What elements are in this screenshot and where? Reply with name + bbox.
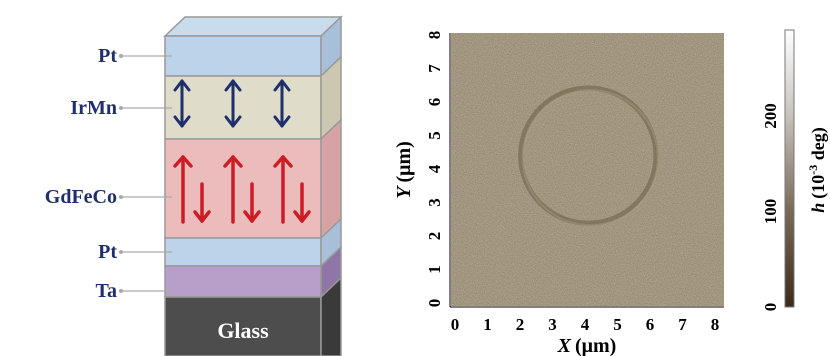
- x-tick-label: 2: [516, 315, 525, 334]
- layer-gdfeco: [164, 118, 342, 240]
- x-tick-label: 6: [646, 315, 655, 334]
- gdfeco-arrow-pair-1: [173, 155, 211, 224]
- label-gdfeco: GdFeCo: [45, 186, 117, 208]
- y-tick-label: 0: [425, 299, 444, 308]
- label-pt-bottom: Pt: [98, 241, 117, 263]
- colorbar-label-unit: deg): [808, 127, 829, 165]
- y-tick-label: 2: [425, 232, 444, 241]
- colorbar-tick-label: 0: [761, 303, 780, 312]
- colorbar-label-rest: (10: [808, 175, 829, 199]
- irmn-arrow-3: [273, 79, 291, 128]
- y-axis-label-var: Y: [393, 185, 415, 199]
- x-tick-label: 8: [711, 315, 720, 334]
- x-tick-label: 5: [613, 315, 622, 334]
- x-tick-label: 7: [678, 315, 687, 334]
- x-axis-label-var: X: [557, 335, 572, 356]
- y-axis-label-unit: (μm): [393, 141, 415, 182]
- layer-labels: Pt IrMn GdFeCo Pt Ta: [45, 45, 172, 302]
- y-tick-label: 3: [425, 198, 444, 207]
- x-axis-label: X(μm): [557, 335, 617, 356]
- colorbar-label-var: h: [808, 203, 828, 213]
- y-tick-label: 1: [425, 265, 444, 274]
- x-axis-label-unit: (μm): [575, 335, 616, 356]
- colorbar-tick-labels: 0 100 200: [761, 103, 780, 311]
- layer-stack: Glass: [45, 15, 343, 356]
- y-tick-label: 4: [425, 164, 444, 173]
- colorbar-gradient: [784, 29, 795, 308]
- colorbar-tick-label: 100: [761, 199, 780, 225]
- x-tick-label: 0: [451, 315, 460, 334]
- layer-glass: Glass: [164, 276, 342, 356]
- x-tick-label: 1: [483, 315, 492, 334]
- x-tick-label: 3: [548, 315, 557, 334]
- label-ta: Ta: [95, 280, 117, 302]
- y-tick-labels: 0 1 2 3 4 5 6 7 8: [425, 31, 444, 308]
- irmn-spin-arrows: [173, 79, 291, 128]
- y-tick-label: 6: [425, 98, 444, 107]
- y-axis-label: Y (μm): [393, 141, 415, 199]
- layer-pt-top: [164, 15, 342, 78]
- domain-ring-highlight: [521, 88, 659, 227]
- irmn-arrow-2: [224, 79, 242, 128]
- colorbar: 0 100 200 h (10-3 deg): [761, 29, 829, 311]
- y-tick-label: 8: [425, 31, 444, 40]
- glass-label: Glass: [217, 318, 269, 343]
- irmn-arrow-1: [173, 79, 191, 128]
- domain-ring: [518, 85, 659, 226]
- x-tick-labels: 0 1 2 3 4 5 6 7 8: [451, 315, 720, 334]
- label-irmn: IrMn: [70, 97, 117, 119]
- y-tick-label: 7: [425, 64, 444, 73]
- image-noise: [451, 33, 724, 306]
- layer-ta: [164, 245, 342, 299]
- gdfeco-spin-arrows: [173, 155, 311, 224]
- colorbar-label-exp: -3: [806, 165, 820, 175]
- label-pt-top: Pt: [98, 45, 117, 67]
- x-tick-label: 4: [581, 315, 590, 334]
- gdfeco-arrow-pair-2: [223, 155, 261, 224]
- colorbar-label: h (10-3 deg): [806, 127, 829, 213]
- stack-top-face: [163, 16, 343, 37]
- layer-pt-bottom: [164, 217, 342, 268]
- y-tick-label: 5: [425, 131, 444, 140]
- gdfeco-arrow-pair-3: [273, 155, 311, 224]
- colorbar-tick-label: 200: [761, 103, 780, 129]
